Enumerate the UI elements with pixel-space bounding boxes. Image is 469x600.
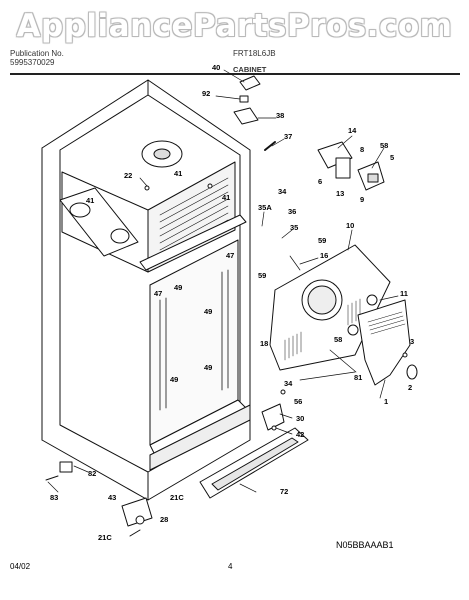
callout-49-top: 49 — [174, 283, 182, 292]
callout-47-left: 47 — [154, 289, 162, 298]
callout-34-top: 34 — [278, 187, 287, 196]
control-housing — [269, 244, 391, 371]
callout-49-low: 49 — [170, 375, 178, 384]
callout-22: 22 — [124, 171, 132, 180]
callout-labels: 40 92 38 37 14 58 8 5 6 13 9 22 41 41 41… — [50, 63, 414, 542]
callout-6: 6 — [318, 177, 322, 186]
leader-lines — [47, 69, 399, 493]
publication-number: 5995370029 — [10, 58, 55, 67]
callout-72: 72 — [280, 487, 288, 496]
callout-14: 14 — [348, 126, 357, 135]
callout-36: 36 — [288, 207, 296, 216]
publication-label: Publication No. — [10, 49, 64, 58]
watermark: AppliancePartsPros.com — [16, 8, 453, 44]
callout-37: 37 — [284, 132, 292, 141]
callout-41-right: 41 — [222, 193, 230, 202]
callout-40: 40 — [212, 63, 220, 72]
callout-41-left: 41 — [86, 196, 94, 205]
callout-30: 30 — [296, 414, 304, 423]
freezer-components — [141, 140, 213, 191]
leveling-parts — [45, 461, 153, 537]
cabinet-shell — [41, 79, 251, 501]
bottom-hinge-parts — [261, 389, 286, 431]
callout-5: 5 — [390, 153, 394, 162]
callout-1: 1 — [384, 397, 388, 406]
model-number: FRT18L6JB — [233, 49, 276, 58]
callout-81: 81 — [354, 373, 362, 382]
side-panel — [59, 187, 139, 257]
section-title: CABINET — [233, 65, 267, 74]
callout-8: 8 — [360, 145, 364, 154]
header-rule — [10, 73, 460, 75]
diagram-code: N05BBAAAB1 — [336, 540, 394, 550]
callout-58: 58 — [380, 141, 388, 150]
callout-56: 56 — [294, 397, 302, 406]
callout-58-lower: 58 — [334, 335, 342, 344]
callout-83: 83 — [50, 493, 58, 502]
callout-59-left: 59 — [258, 271, 266, 280]
control-assembly — [317, 141, 385, 191]
callout-49-mid: 49 — [204, 307, 212, 316]
callout-38: 38 — [276, 111, 284, 120]
callout-9: 9 — [360, 195, 364, 204]
callout-59-right: 59 — [318, 236, 326, 245]
top-hinge-parts — [233, 75, 276, 151]
toe-grille — [199, 427, 309, 499]
callout-16: 16 — [320, 251, 328, 260]
callout-49-right: 49 — [204, 363, 212, 372]
callout-43: 43 — [108, 493, 116, 502]
callout-13: 13 — [336, 189, 344, 198]
callout-11: 11 — [400, 289, 408, 298]
callout-21C-upper: 21C — [170, 493, 184, 502]
callout-35: 35 — [290, 223, 298, 232]
callout-10: 10 — [346, 221, 354, 230]
light-cover — [357, 294, 418, 386]
callout-18: 18 — [260, 339, 268, 348]
footer-date: 04/02 — [10, 562, 31, 571]
callout-47-right: 47 — [226, 251, 234, 260]
callout-2: 2 — [408, 383, 412, 392]
callout-21C-lower: 21C — [98, 533, 112, 542]
callout-34-low: 34 — [284, 379, 293, 388]
callout-82: 82 — [88, 469, 96, 478]
callout-35A: 35A — [258, 203, 272, 212]
callout-3: 3 — [410, 337, 414, 346]
callout-28: 28 — [160, 515, 168, 524]
callout-42: 42 — [296, 430, 304, 439]
page-number: 4 — [228, 562, 233, 571]
callout-41-top: 41 — [174, 169, 182, 178]
callout-92: 92 — [202, 89, 210, 98]
